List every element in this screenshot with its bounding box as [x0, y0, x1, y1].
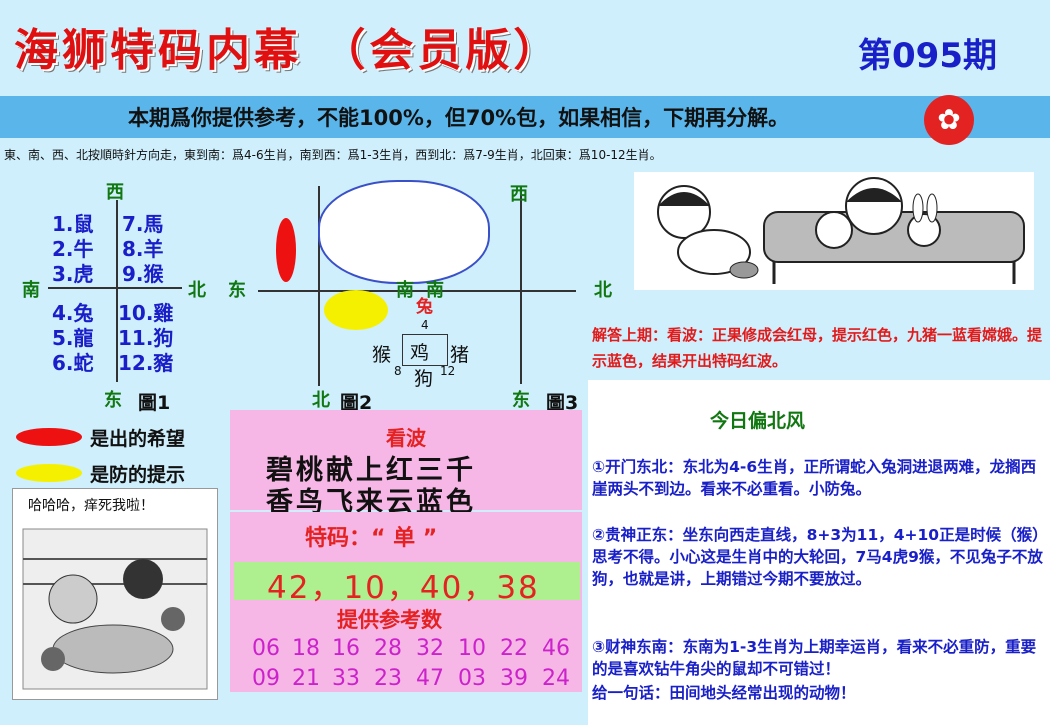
- figure2-bottom: 狗: [414, 368, 434, 390]
- figure1-west: 西: [106, 182, 124, 203]
- reference-number: 21: [292, 666, 320, 691]
- reference-number: 46: [542, 636, 570, 661]
- figure3-vertical-axis: [520, 186, 522, 384]
- reference-row-2: 09 21 33 23 47 03 39 24: [252, 666, 582, 691]
- figure2-center-top-number: 4: [421, 318, 429, 332]
- figure2-center: 鸡: [410, 342, 430, 364]
- zodiac-item: 7.馬: [122, 212, 164, 236]
- decorative-emblem-icon: [318, 180, 490, 284]
- zodiac-item: 8.羊: [122, 237, 164, 261]
- zodiac-item: 12.豬: [118, 351, 174, 375]
- figure3-east: 东: [512, 390, 530, 411]
- issue-number: 第095期: [858, 36, 997, 76]
- figure3-north: 北: [594, 280, 612, 301]
- figure2-right-number: 12: [440, 364, 456, 378]
- figure3-west: 西: [510, 184, 528, 205]
- numbers-highlight-bar: [234, 562, 580, 600]
- figure3-south: 南: [426, 280, 444, 301]
- boxing-cartoon-icon: [22, 528, 208, 690]
- zodiac-item: 6.蛇: [52, 351, 94, 375]
- reference-number: 22: [500, 636, 528, 661]
- zodiac-item: 10.雞: [118, 301, 174, 325]
- reference-number: 16: [332, 636, 360, 661]
- reference-number: 06: [252, 636, 280, 661]
- reference-row-1: 06 18 16 28 32 10 22 46: [252, 636, 582, 661]
- reference-number: 23: [374, 666, 402, 691]
- legend-red-text: 是出的希望: [90, 428, 186, 450]
- reference-number: 32: [416, 636, 444, 661]
- zodiac-item: 9.猴: [122, 262, 164, 286]
- hint-2: ②贵神正东：坐东向西走直线，8+3为11，4+10正是时候（猴）思考不得。小心这…: [592, 526, 1048, 588]
- main-numbers: 42，10，40，38: [267, 570, 540, 606]
- yellow-hint-marker-icon: [324, 290, 388, 330]
- figure2-right: 猪: [450, 344, 470, 366]
- figure2-center-box: [402, 334, 448, 366]
- figure1-vertical-axis: [116, 200, 118, 382]
- legend-yellow-text: 是防的提示: [90, 464, 186, 486]
- figure2-left-number: 8: [394, 364, 402, 378]
- yellow-oval-icon: [16, 464, 82, 482]
- reference-number: 28: [374, 636, 402, 661]
- cartoon-panel: [12, 488, 218, 700]
- wind-direction: 今日偏北风: [710, 410, 806, 432]
- figure2-north: 北: [312, 390, 330, 411]
- reference-number: 03: [458, 666, 486, 691]
- red-oval-icon: [16, 428, 82, 446]
- kids-cartoon-panel: [634, 172, 1034, 290]
- figure2-left: 猴: [372, 344, 392, 366]
- zodiac-item: 3.虎: [52, 262, 94, 286]
- hint-3: ③财神东南：东南为1-3生肖为上期幸运肖，看来不必重防，重要的是喜欢钻牛角尖的鼠…: [592, 638, 1037, 678]
- zodiac-item: 1.鼠: [52, 212, 94, 236]
- hint-4: 给一句话：田间地头经常出现的动物！: [592, 684, 856, 702]
- figure2-vertical-axis: [318, 186, 320, 386]
- figure2-label: 圖2: [340, 392, 373, 414]
- cartoon-caption: 哈哈哈，痒死我啦！: [28, 498, 154, 514]
- reference-number: 33: [332, 666, 360, 691]
- figure1-north: 北: [188, 280, 206, 301]
- reference-title: 提供参考数: [337, 608, 442, 632]
- zodiac-item: 11.狗: [118, 326, 174, 350]
- figure1-east: 东: [104, 390, 122, 411]
- poem-panel: [230, 410, 582, 510]
- zodiac-item: 5.龍: [52, 326, 94, 350]
- figure1-label: 圖1: [138, 392, 171, 414]
- poem-line-1: 碧桃献上红三千: [266, 455, 476, 486]
- zodiac-item: 2.牛: [52, 237, 94, 261]
- kanbo-label: 看波: [386, 426, 426, 450]
- hk-bauhinia-emblem-icon: ✿: [924, 95, 974, 145]
- reference-number: 10: [458, 636, 486, 661]
- reference-number: 39: [500, 666, 528, 691]
- figure2-south: 南: [396, 280, 414, 301]
- hints-panel: [588, 380, 1050, 725]
- notice-banner: [0, 96, 1050, 138]
- last-issue-answer: 解答上期：看波：正果修成会红母，提示红色，九猪一蓝看嫦娥。提示蓝色，结果开出特码…: [592, 326, 1043, 370]
- red-hope-marker-icon: [276, 218, 296, 282]
- figure1-horizontal-axis: [48, 287, 182, 289]
- reference-number: 18: [292, 636, 320, 661]
- direction-rule-text: 東、南、西、北按順時針方向走，東到南：爲4-6生肖，南到西：爲1-3生肖，西到北…: [4, 148, 662, 162]
- zodiac-item: 4.兔: [52, 301, 94, 325]
- kids-on-bench-icon: [657, 177, 1025, 284]
- figure2-horizontal-axis: [258, 290, 576, 292]
- figure2-center-top: 兔: [416, 297, 433, 317]
- special-code-label: 特码：“ 单 ”: [305, 526, 438, 551]
- figure3-label: 圖3: [546, 392, 579, 414]
- reference-number: 24: [542, 666, 570, 691]
- reference-number: 09: [252, 666, 280, 691]
- reference-number: 47: [416, 666, 444, 691]
- numbers-panel: [230, 512, 582, 692]
- banner-text: 本期爲你提供参考，不能100%，但70%包，如果相信，下期再分解。: [128, 106, 790, 130]
- figure1-south: 南: [22, 280, 40, 301]
- hint-1: ①开门东北：东北为4-6生肖，正所谓蛇入兔洞进退两难，龙搁西崖两头不到边。看来不…: [592, 458, 1037, 498]
- page-title: 海狮特码内幕 （会员版）: [14, 25, 562, 76]
- figure2-east: 东: [228, 280, 246, 301]
